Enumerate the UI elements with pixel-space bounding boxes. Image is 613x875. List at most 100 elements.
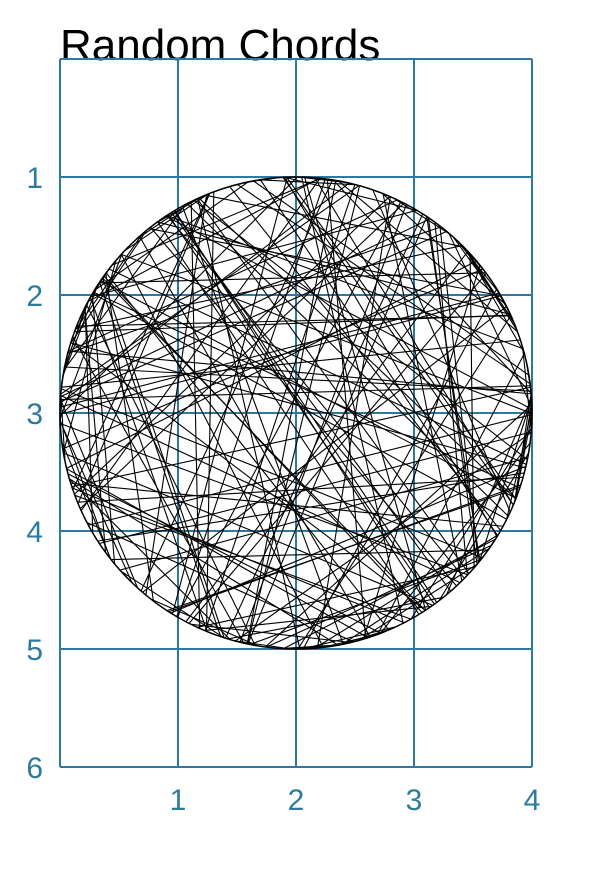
chord-line xyxy=(266,544,492,648)
chord-line xyxy=(142,305,507,593)
chord-line xyxy=(522,346,532,432)
chord-line xyxy=(341,547,490,645)
chord-line xyxy=(60,423,468,576)
chord-line xyxy=(111,549,489,561)
chord-line xyxy=(514,393,532,503)
chord-line xyxy=(190,201,201,629)
chord-line xyxy=(233,640,291,650)
y-tick-label: 2 xyxy=(26,280,43,313)
chord-line xyxy=(514,413,533,502)
chord-line xyxy=(282,177,514,506)
chord-line xyxy=(464,248,525,353)
chord-line xyxy=(181,205,344,645)
chord-line xyxy=(60,185,360,395)
chord-line xyxy=(259,179,356,186)
chord-line xyxy=(185,250,469,623)
chord-line xyxy=(157,221,511,315)
chord-line xyxy=(67,473,382,634)
x-tick-label: 1 xyxy=(170,784,187,817)
chord-line xyxy=(145,194,208,596)
chord-line xyxy=(74,196,391,495)
x-tick-label: 3 xyxy=(406,784,423,817)
chord-line xyxy=(239,204,407,643)
chord-line xyxy=(304,177,427,611)
chord-line xyxy=(99,431,532,545)
chord-line xyxy=(264,404,533,648)
chord-line xyxy=(93,291,521,489)
chord-line xyxy=(478,398,533,562)
chord-line xyxy=(154,195,203,225)
chord-line xyxy=(105,273,154,602)
chord-line xyxy=(150,598,259,647)
chord-line xyxy=(177,178,326,618)
chord-line xyxy=(197,566,476,628)
chord-line xyxy=(463,246,518,331)
chord-line xyxy=(457,240,500,294)
chord-line xyxy=(105,272,390,631)
chord-line xyxy=(469,253,475,568)
y-tick-label: 4 xyxy=(26,516,43,549)
chord-line xyxy=(59,419,111,559)
chord-line xyxy=(188,273,487,624)
chord-line xyxy=(332,179,532,394)
chord-line xyxy=(379,442,531,634)
chord-line xyxy=(59,176,298,417)
chord-line xyxy=(66,468,369,639)
chord-line xyxy=(427,217,478,565)
chart-title: Random Chords xyxy=(60,21,380,70)
chord-line xyxy=(93,181,249,291)
chord-line xyxy=(190,623,352,644)
chord-line xyxy=(140,179,334,592)
y-tick-label: 6 xyxy=(26,752,43,785)
chord-line xyxy=(120,254,324,648)
chord-line xyxy=(426,216,481,562)
chord-line xyxy=(70,341,426,611)
x-tick-labels: 1 2 3 4 xyxy=(170,784,541,817)
chord-line xyxy=(434,222,468,576)
chord-line xyxy=(74,233,143,331)
chord-line xyxy=(67,199,398,352)
chord-line xyxy=(59,420,133,583)
chord-line xyxy=(382,193,463,581)
chord-line xyxy=(166,214,524,350)
chord-line xyxy=(99,282,222,637)
chord-line xyxy=(61,388,483,559)
chord-line xyxy=(67,226,442,354)
chord-line xyxy=(69,478,231,641)
chord-line xyxy=(111,177,322,266)
chord-line xyxy=(174,210,430,608)
chord-line xyxy=(80,177,321,511)
chord-line xyxy=(89,296,208,632)
chord-line xyxy=(205,194,464,248)
chord-line xyxy=(90,209,417,298)
chord-line xyxy=(66,260,477,469)
chord-line xyxy=(70,482,504,527)
chord-line xyxy=(61,339,521,388)
chord-line xyxy=(103,275,423,613)
x-tick-label: 2 xyxy=(288,784,305,817)
y-tick-label: 3 xyxy=(26,398,43,431)
chord-line xyxy=(197,198,301,650)
chord-line xyxy=(448,232,533,408)
chord-line xyxy=(77,193,211,504)
chord-line xyxy=(139,236,371,638)
y-tick-label: 1 xyxy=(26,162,43,195)
chord-line xyxy=(165,215,533,410)
circle-outline xyxy=(59,176,533,650)
chord-line xyxy=(123,193,209,252)
chord-line xyxy=(198,197,517,500)
chord-line xyxy=(301,176,404,624)
chord-line xyxy=(120,570,225,639)
x-tick-label: 4 xyxy=(524,784,541,817)
chord-line xyxy=(77,476,524,503)
chord-line xyxy=(283,538,496,650)
chord-line xyxy=(410,427,533,620)
chord-line xyxy=(60,218,431,398)
chord-line xyxy=(69,230,148,345)
chord-line xyxy=(69,478,339,646)
chord-line xyxy=(283,177,498,537)
chord-line xyxy=(74,494,412,620)
chord-line xyxy=(102,277,225,638)
